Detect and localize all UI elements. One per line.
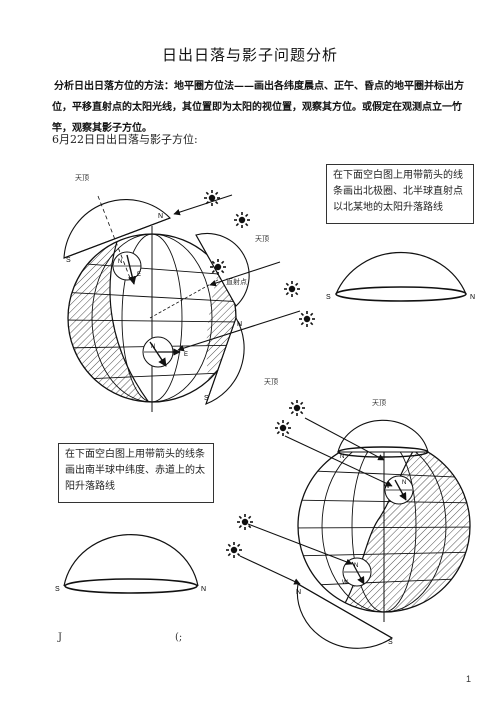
instruction-box-north: 在下面空白图上用带箭头的线条画出北极圈、北半球直射点以北某地的太阳升落路线: [326, 164, 474, 224]
sun-icon-7: [274, 419, 292, 437]
horizon-halfdisk-second-bottom: N S: [296, 583, 394, 649]
sun-rays-second: [239, 417, 393, 585]
south-label-4: S: [55, 586, 60, 593]
svg-text:N: N: [402, 480, 406, 486]
horizon-circle-north: N E: [112, 251, 142, 285]
north-label-5: N: [296, 589, 301, 596]
zenith-label-2: 天顶: [255, 235, 269, 243]
blank-dome-left: S N: [55, 533, 206, 594]
horizon-circle-south: N W: [342, 557, 372, 587]
sun-icon-1: [203, 189, 221, 207]
svg-text:N: N: [151, 344, 155, 350]
instruction-box-south: 在下面空白图上用带箭头的线条画出南半球中纬度、赤道上的太阳升落路线: [58, 443, 214, 503]
sun-icon-8: [236, 513, 254, 531]
intro-paragraph: 分析日出日落方位的方法：地平圈方位法——画出各纬度晨点、正午、昏点的地平圈并标出…: [52, 81, 464, 134]
north-label-6: N: [201, 586, 206, 593]
west-label-2: W: [342, 580, 348, 586]
footer-mark-left: J: [58, 632, 63, 643]
north-label-4: N: [340, 454, 344, 460]
sun-icon-6: [288, 399, 306, 417]
south-label-3: S: [326, 294, 331, 301]
horizon-dome-second-top: 天顶 N: [337, 399, 429, 460]
svg-text:E: E: [184, 352, 188, 358]
page-title: 日出日落与影子问题分析: [161, 46, 338, 64]
horizon-halfdisk-direct-point: 天顶 直射点: [195, 232, 269, 307]
sun-icon-2: [233, 211, 251, 229]
horizon-halfdisk-upper-left: 天顶 N S: [63, 174, 171, 279]
horizon-halfdisk-lower-right: 天顶 N S: [204, 316, 278, 405]
south-label-5: S: [388, 639, 393, 646]
sun-icon-5: [298, 310, 316, 328]
horizon-circle-tropic: N E: [142, 336, 188, 368]
footer-mark-right: (;: [175, 632, 183, 643]
direct-point-label: 直射点: [226, 277, 247, 286]
zenith-label-4: 天顶: [372, 399, 386, 407]
zenith-label-1: 天顶: [75, 174, 89, 182]
north-label-2: N: [237, 321, 242, 328]
sun-icon-3: [209, 258, 227, 276]
sun-icon-9: [225, 541, 243, 559]
north-label-3: N: [470, 294, 475, 301]
svg-text:N: N: [354, 563, 358, 569]
second-globe: [297, 432, 471, 622]
svg-text:N: N: [118, 259, 122, 265]
blank-dome-right: S N: [326, 251, 475, 302]
west-label-1: W: [384, 484, 390, 490]
page-number: 1: [466, 674, 472, 684]
sun-rays-main: [173, 194, 301, 352]
sun-icon-4: [283, 280, 301, 298]
south-label-1: S: [66, 257, 71, 264]
section-subheading: 6月22日日出日落与影子方位:: [52, 133, 198, 146]
horizon-circle-equator: W N: [384, 475, 414, 505]
north-label-1: N: [158, 213, 163, 220]
zenith-label-3: 天顶: [264, 378, 278, 386]
south-label-2: S: [204, 395, 209, 402]
svg-text:E: E: [137, 272, 141, 278]
